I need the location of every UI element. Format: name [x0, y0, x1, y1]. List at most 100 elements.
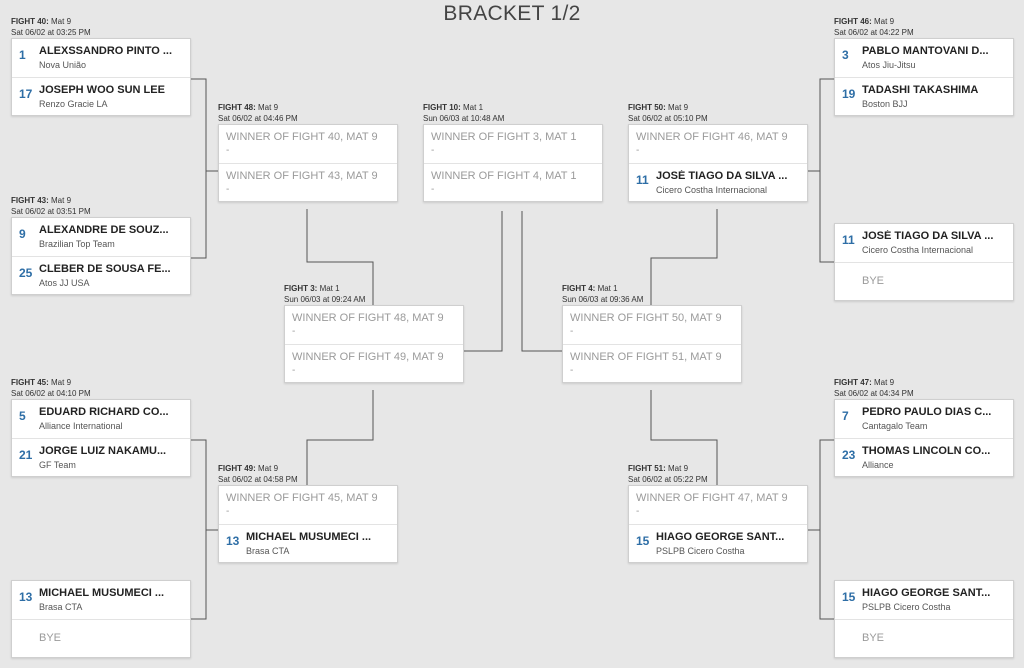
competitor-row[interactable]: 9 ALEXANDRE DE SOUZ... Brazilian Top Team — [12, 218, 190, 256]
fight-label-row: FIGHT 4: Mat 1 — [562, 283, 742, 294]
fight-match-box[interactable]: WINNER OF FIGHT 40, MAT 9-WINNER OF FIGH… — [218, 124, 398, 202]
bye-slot[interactable]: BYE — [835, 619, 1013, 657]
pending-competitor-slot[interactable]: WINNER OF FIGHT 40, MAT 9- — [219, 125, 397, 163]
fight-label-row: FIGHT 3: Mat 1 — [284, 283, 464, 294]
competitor-name: MICHAEL MUSUMECI ... — [39, 587, 165, 599]
fight-number: FIGHT 45: — [11, 378, 49, 387]
fight-time: Sun 06/03 at 09:24 AM — [284, 295, 366, 304]
fight-mat: Mat 9 — [255, 464, 279, 473]
pending-competitor-slot[interactable]: WINNER OF FIGHT 47, MAT 9- — [629, 486, 807, 524]
fight-number: FIGHT 4: — [562, 284, 596, 293]
pending-competitor-slot[interactable]: WINNER OF FIGHT 3, MAT 1- — [424, 125, 602, 163]
bye-slot[interactable]: BYE — [12, 619, 190, 657]
fight-time: Sat 06/02 at 04:46 PM — [218, 114, 298, 123]
competitor-name: TADASHI TAKASHIMA — [862, 84, 979, 96]
competitor-seed: 5 — [19, 409, 26, 423]
competitor-name: THOMAS LINCOLN CO... — [862, 445, 991, 457]
competitor-team: Cantagalo Team — [862, 421, 928, 431]
competitor-seed: 9 — [19, 227, 26, 241]
competitor-seed: 13 — [226, 534, 240, 548]
pending-team-placeholder: - — [570, 365, 574, 376]
competitor-team: GF Team — [39, 460, 76, 470]
fight-number: FIGHT 51: — [628, 464, 666, 473]
pending-competitor-slot[interactable]: WINNER OF FIGHT 46, MAT 9- — [629, 125, 807, 163]
competitor-name: CLEBER DE SOUSA FE... — [39, 263, 171, 275]
pending-competitor-slot[interactable]: WINNER OF FIGHT 48, MAT 9- — [285, 306, 463, 344]
fight-time: Sat 06/02 at 05:22 PM — [628, 475, 708, 484]
competitor-name: ALEXANDRE DE SOUZ... — [39, 224, 169, 236]
fight-match-box[interactable]: WINNER OF FIGHT 3, MAT 1-WINNER OF FIGHT… — [423, 124, 603, 202]
competitor-team: Brazilian Top Team — [39, 239, 115, 249]
competitor-seed: 11 — [636, 173, 649, 187]
fight-match-box[interactable]: 9 ALEXANDRE DE SOUZ... Brazilian Top Team 2… — [11, 217, 191, 295]
pending-competitor-slot[interactable]: WINNER OF FIGHT 45, MAT 9- — [219, 486, 397, 524]
competitor-team: Atos Jiu-Jitsu — [862, 60, 916, 70]
competitor-name: HIAGO GEORGE SANT... — [656, 531, 785, 543]
competitor-team: Cicero Costha Internacional — [656, 185, 768, 195]
bye-label: BYE — [862, 275, 885, 287]
fight-mat: Mat 9 — [255, 103, 279, 112]
fight-header — [834, 201, 1014, 223]
bye-slot[interactable]: BYE — [835, 262, 1013, 300]
fight-label-row: FIGHT 49: Mat 9 — [218, 463, 398, 474]
pending-competitor-slot[interactable]: WINNER OF FIGHT 51, MAT 9- — [563, 344, 741, 382]
pending-label: WINNER OF FIGHT 50, MAT 9 — [570, 312, 722, 324]
fight-match-box[interactable]: WINNER OF FIGHT 48, MAT 9-WINNER OF FIGH… — [284, 305, 464, 383]
connector-line — [190, 78, 218, 259]
fight-time: Sat 06/02 at 03:51 PM — [11, 207, 91, 216]
fight-mat: Mat 9 — [48, 17, 72, 26]
competitor-seed: 17 — [19, 87, 33, 101]
competitor-seed: 23 — [842, 448, 856, 462]
pending-competitor-slot[interactable]: WINNER OF FIGHT 43, MAT 9- — [219, 163, 397, 201]
bye-label: BYE — [39, 632, 62, 644]
competitor-team: PSLPB Cicero Costha — [862, 602, 951, 612]
connector-line — [521, 211, 562, 352]
fight-number: FIGHT 49: — [218, 464, 256, 473]
competitor-team: Boston BJJ — [862, 99, 908, 109]
fight-label-row: FIGHT 48: Mat 9 — [218, 102, 398, 113]
competitor-team: Brasa CTA — [246, 546, 290, 556]
connector-line — [806, 439, 834, 620]
fight-match-box[interactable]: WINNER OF FIGHT 50, MAT 9-WINNER OF FIGH… — [562, 305, 742, 383]
pending-competitor-slot[interactable]: WINNER OF FIGHT 49, MAT 9- — [285, 344, 463, 382]
fight-number: FIGHT 50: — [628, 103, 666, 112]
pending-competitor-slot[interactable]: WINNER OF FIGHT 50, MAT 9- — [563, 306, 741, 344]
fight-mat: Mat 9 — [48, 196, 72, 205]
pending-team-placeholder: - — [636, 145, 640, 156]
fight-mat: Mat 9 — [665, 464, 689, 473]
pending-competitor-slot[interactable]: WINNER OF FIGHT 4, MAT 1- — [424, 163, 602, 201]
competitor-seed: 13 — [19, 590, 33, 604]
fight-number: FIGHT 48: — [218, 103, 256, 112]
